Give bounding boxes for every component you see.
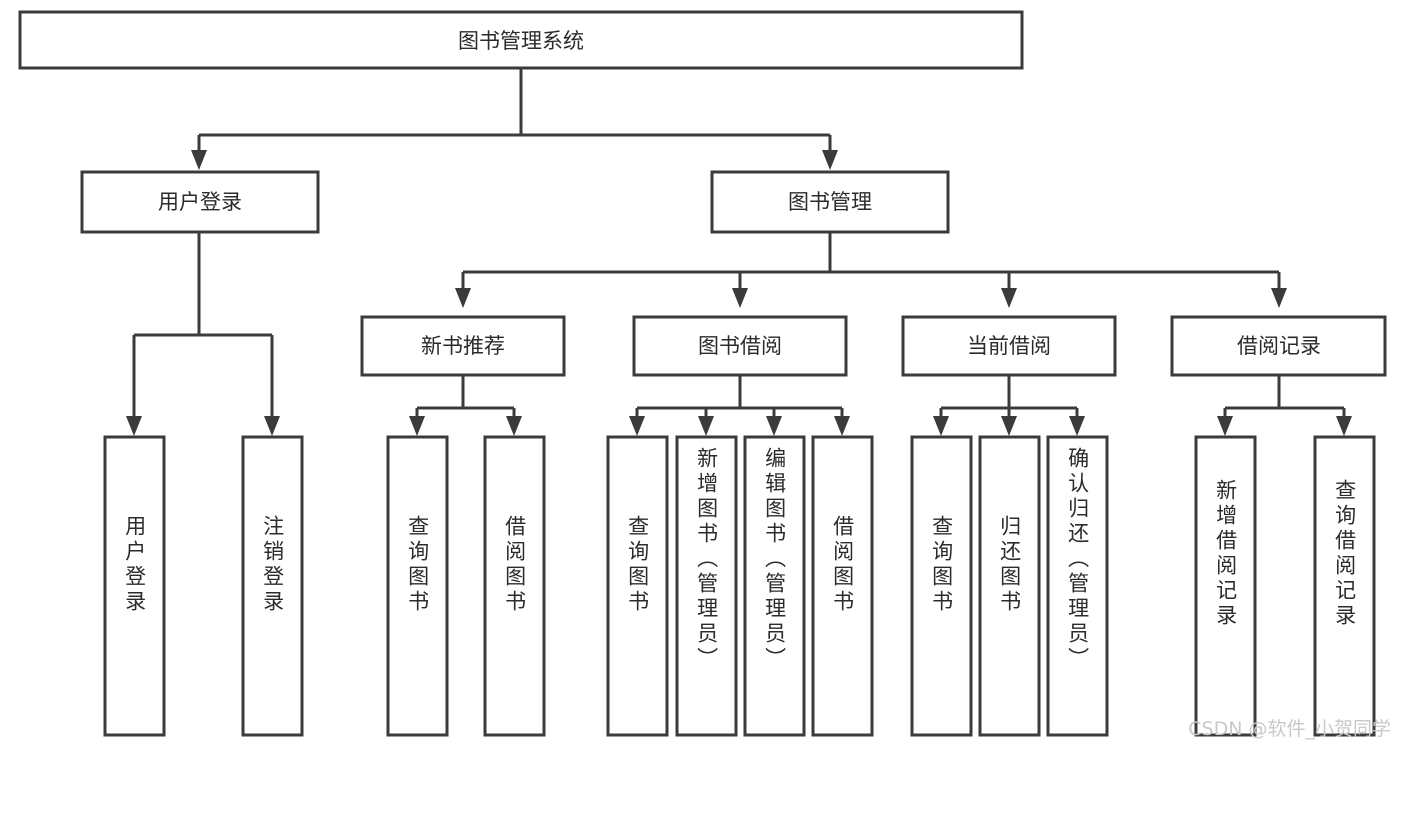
node-leaf-cb-confirm-return-box[interactable] bbox=[1046, 435, 1109, 737]
connector-layer bbox=[126, 68, 1352, 436]
hierarchy-diagram-svg: 图书管理系统 用户登录 图书管理 新书推荐 图书借阅 当前借阅 借阅记录 bbox=[18, 10, 1387, 737]
arrow-head-book-management bbox=[822, 150, 838, 170]
node-borrow-record-box[interactable] bbox=[1170, 315, 1387, 377]
node-user-login-box[interactable] bbox=[80, 170, 320, 234]
node-book-management-label: 图书管理 bbox=[788, 190, 872, 214]
arrow-head-leaf-cb-confirm-return bbox=[1069, 416, 1085, 436]
node-root-box[interactable] bbox=[18, 10, 1024, 70]
arrow-head-leaf-bb-borrow-book bbox=[834, 416, 850, 436]
node-leaf-bb-borrow-book-box[interactable] bbox=[811, 435, 874, 737]
arrow-head-current-borrow bbox=[1001, 288, 1017, 308]
node-leaf-cb-query-book-box[interactable] bbox=[910, 435, 973, 737]
arrow-head-leaf-user-logout bbox=[264, 416, 280, 436]
node-leaf-br-add-record-box[interactable] bbox=[1194, 435, 1257, 737]
arrow-head-leaf-br-query-record bbox=[1336, 416, 1352, 436]
node-current-borrow-box[interactable] bbox=[901, 315, 1117, 377]
arrow-head-leaf-br-add-record bbox=[1217, 416, 1233, 436]
arrow-head-leaf-bb-edit-book bbox=[766, 416, 782, 436]
node-layer bbox=[18, 10, 1387, 737]
node-leaf-br-query-record-box[interactable] bbox=[1313, 435, 1376, 737]
arrow-head-new-book-recommend bbox=[455, 288, 471, 308]
node-leaf-cb-return-book-box[interactable] bbox=[978, 435, 1041, 737]
node-leaf-nbr-borrow-book-box[interactable] bbox=[483, 435, 546, 737]
node-new-book-recommend-label: 新书推荐 bbox=[421, 334, 505, 358]
node-book-borrow-box[interactable] bbox=[632, 315, 848, 377]
arrow-head-book-borrow bbox=[732, 288, 748, 308]
arrow-head-leaf-nbr-borrow-book bbox=[506, 416, 522, 436]
arrow-head-leaf-user-login bbox=[126, 416, 142, 436]
node-leaf-user-logout-box[interactable] bbox=[241, 435, 304, 737]
arrow-head-leaf-cb-return-book bbox=[1001, 416, 1017, 436]
arrow-head-leaf-cb-query-book bbox=[933, 416, 949, 436]
node-new-book-recommend-box[interactable] bbox=[360, 315, 566, 377]
node-book-borrow-label: 图书借阅 bbox=[698, 334, 782, 358]
arrow-head-leaf-bb-add-book bbox=[698, 416, 714, 436]
node-leaf-bb-edit-book-box[interactable] bbox=[743, 435, 806, 737]
node-user-login-label: 用户登录 bbox=[158, 190, 242, 214]
arrow-head-borrow-record bbox=[1271, 288, 1287, 308]
node-leaf-bb-query-book-box[interactable] bbox=[606, 435, 669, 737]
arrow-head-leaf-nbr-query-book bbox=[409, 416, 425, 436]
node-leaf-nbr-query-book-box[interactable] bbox=[386, 435, 449, 737]
node-leaf-bb-add-book-box[interactable] bbox=[675, 435, 738, 737]
node-root-label: 图书管理系统 bbox=[458, 29, 584, 53]
horizontal-label-layer: 图书管理系统 用户登录 图书管理 新书推荐 图书借阅 当前借阅 借阅记录 bbox=[158, 29, 1321, 358]
arrow-head-user-login bbox=[191, 150, 207, 170]
node-leaf-user-login-box[interactable] bbox=[103, 435, 166, 737]
node-book-management-box[interactable] bbox=[710, 170, 950, 234]
node-borrow-record-label: 借阅记录 bbox=[1237, 334, 1321, 358]
diagram-canvas-root: 图书管理系统 用户登录 图书管理 新书推荐 图书借阅 当前借阅 借阅记录 用户登… bbox=[18, 10, 1391, 740]
node-current-borrow-label: 当前借阅 bbox=[967, 334, 1051, 358]
arrow-head-leaf-bb-query-book bbox=[629, 416, 645, 436]
